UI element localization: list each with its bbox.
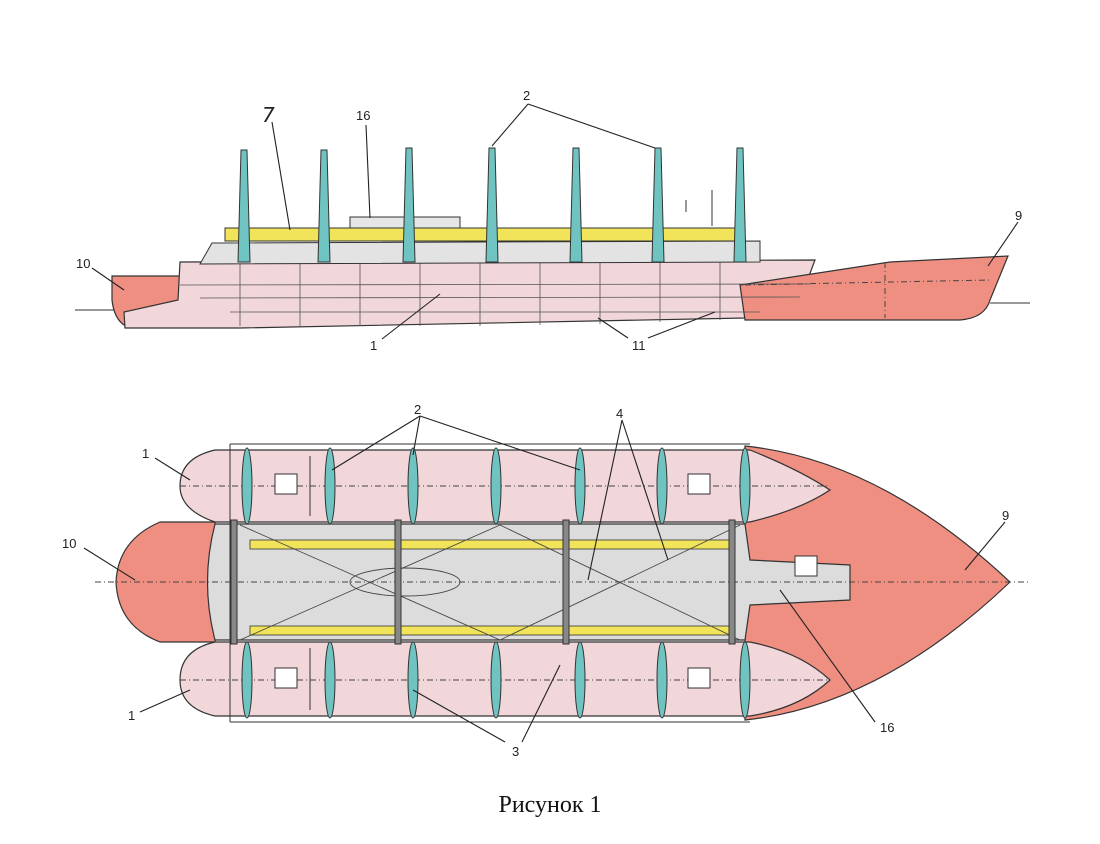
top-label-16: 16 <box>880 720 894 735</box>
cross-bracing <box>239 524 741 641</box>
bow-dash-line-2 <box>744 279 991 286</box>
top-leaders <box>83 415 1006 743</box>
side-label-10: 10 <box>76 256 90 271</box>
masts-side <box>237 147 747 263</box>
bow-section <box>739 255 1009 321</box>
hatch-boxes <box>274 473 818 689</box>
side-label-16: 16 <box>356 108 370 123</box>
side-label-9: 9 <box>1015 208 1022 223</box>
top-view: 2 4 1 1 10 9 3 16 <box>62 402 1030 759</box>
top-label-10: 10 <box>62 536 76 551</box>
side-view: 7 16 2 9 10 1 11 <box>75 88 1030 353</box>
top-yellow-beam-lower <box>249 625 731 636</box>
masts-top <box>241 447 751 719</box>
top-label-9: 9 <box>1002 508 1009 523</box>
top-label-1-lower: 1 <box>128 708 135 723</box>
top-label-3: 3 <box>512 744 519 759</box>
side-label-7: 7 <box>262 103 275 127</box>
side-leaders <box>91 103 1019 340</box>
top-label-2: 2 <box>414 402 421 417</box>
lower-hull <box>179 641 831 717</box>
top-label-1-upper: 1 <box>142 446 149 461</box>
side-label-2: 2 <box>523 88 530 103</box>
transverse-beams <box>230 519 736 645</box>
side-label-11: 11 <box>632 338 646 353</box>
main-hull <box>123 259 816 329</box>
side-label-1: 1 <box>370 338 377 353</box>
hull-grid <box>179 262 811 326</box>
top-yellow-beam-upper <box>249 539 731 550</box>
top-label-4: 4 <box>616 406 623 421</box>
figure-caption: Рисунок 1 <box>498 792 602 818</box>
deck-structure <box>199 240 761 265</box>
